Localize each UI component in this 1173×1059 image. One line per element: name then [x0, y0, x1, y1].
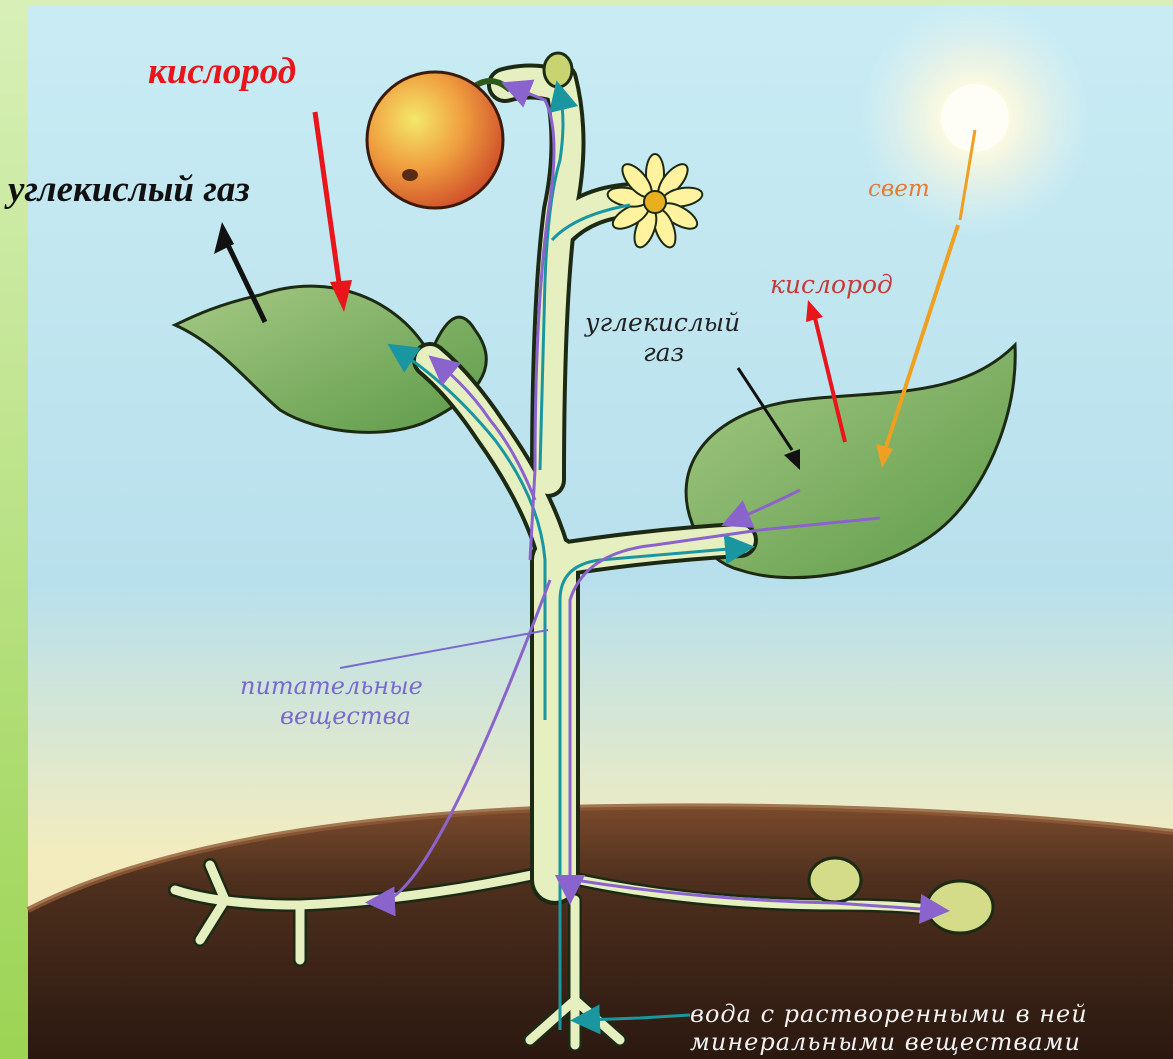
carbon-dioxide-label-leaf-line1: углекислый — [585, 308, 740, 337]
oxygen-label-top: кислород — [148, 50, 296, 93]
bud-icon — [544, 53, 572, 87]
nutrients-label-line1: питательные — [240, 672, 423, 700]
oxygen-label-leaf: кислород — [770, 270, 893, 299]
light-label: свет — [868, 176, 930, 202]
water-label-line1: вода с растворенными в ней — [690, 1000, 1088, 1028]
water-label-line2: минеральными веществами — [690, 1028, 1081, 1056]
carbon-dioxide-label-top: углекислый газ — [8, 168, 250, 211]
nutrients-label-line2: вещества — [280, 702, 411, 730]
carbon-dioxide-label-leaf-line2: газ — [643, 338, 684, 367]
